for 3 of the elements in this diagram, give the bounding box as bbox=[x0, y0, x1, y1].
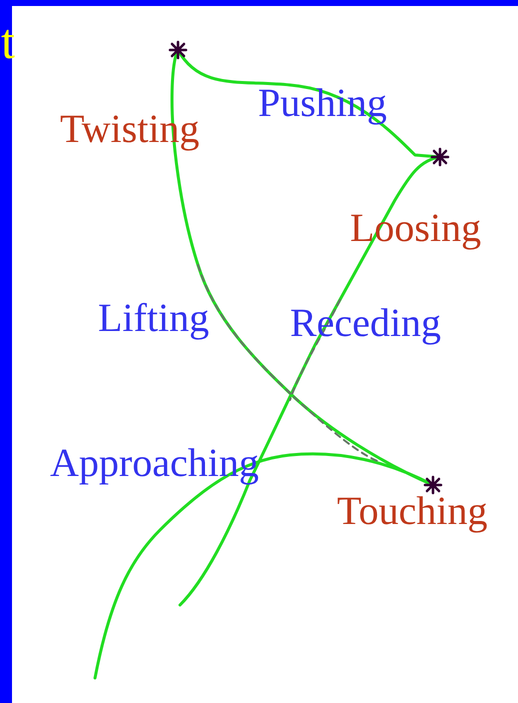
motion-label: Approaching bbox=[50, 441, 259, 485]
motion-label: Touching bbox=[337, 489, 488, 533]
motion-label: Lifting bbox=[98, 296, 210, 340]
